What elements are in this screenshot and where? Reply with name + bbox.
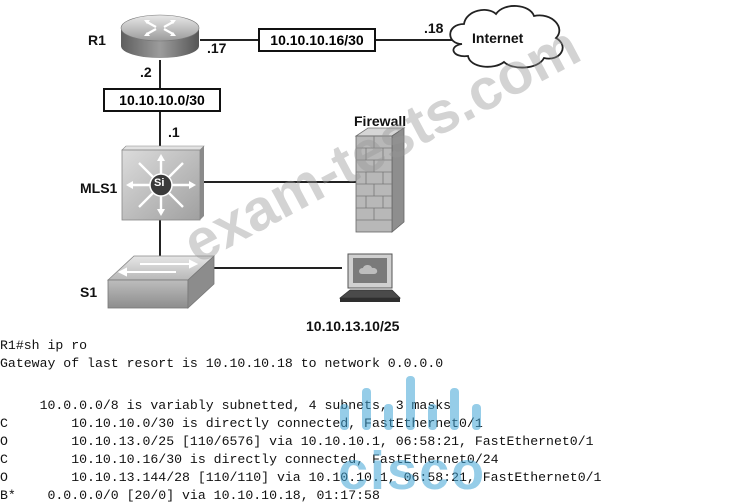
interface-r1-internet: .17	[207, 40, 227, 56]
internet-cloud-icon	[449, 5, 564, 69]
terminal-line: O 10.10.13.0/25 [110/6576] via 10.10.10.…	[0, 434, 594, 449]
subnet-box-r1-mls1: 10.10.10.0/30	[103, 88, 221, 112]
s1-label: S1	[80, 284, 98, 300]
interface-internet-side: .18	[424, 20, 444, 36]
cisco-brand-watermark: cisco	[338, 441, 487, 501]
firewall-icon	[354, 127, 406, 233]
switch-s1-icon	[106, 255, 216, 309]
terminal-line: B* 0.0.0.0/0 [20/0] via 10.10.10.18, 01:…	[0, 488, 380, 503]
cisco-bars-logo-icon	[340, 376, 481, 430]
interface-r1-mls1: .2	[140, 64, 152, 80]
subnet-box-r1-internet: 10.10.10.16/30	[258, 28, 376, 52]
internet-label: Internet	[472, 30, 524, 46]
terminal-line: O 10.10.13.144/28 [110/110] via 10.10.10…	[0, 470, 602, 485]
interface-mls1-r1: .1	[168, 124, 180, 140]
host-computer-icon	[338, 253, 401, 302]
terminal-line: C 10.10.10.16/30 is directly connected, …	[0, 452, 499, 467]
multilayer-switch-mls1-icon	[121, 145, 205, 221]
firewall-label: Firewall	[354, 113, 407, 129]
terminal-line: R1#sh ip ro	[0, 338, 88, 353]
router-r1-icon	[120, 14, 200, 58]
mls1-si-badge: Si	[154, 177, 165, 189]
mls1-label: MLS1	[80, 180, 118, 196]
terminal-line: Gateway of last resort is 10.10.10.18 to…	[0, 356, 444, 371]
routing-table-output: R1#sh ip ro Gateway of last resort is 10…	[0, 338, 755, 503]
terminal-line: 10.0.0.0/8 is variably subnetted, 4 subn…	[0, 398, 452, 413]
host-subnet-label: 10.10.13.10/25	[306, 318, 400, 334]
router-r1-label: R1	[88, 32, 106, 48]
